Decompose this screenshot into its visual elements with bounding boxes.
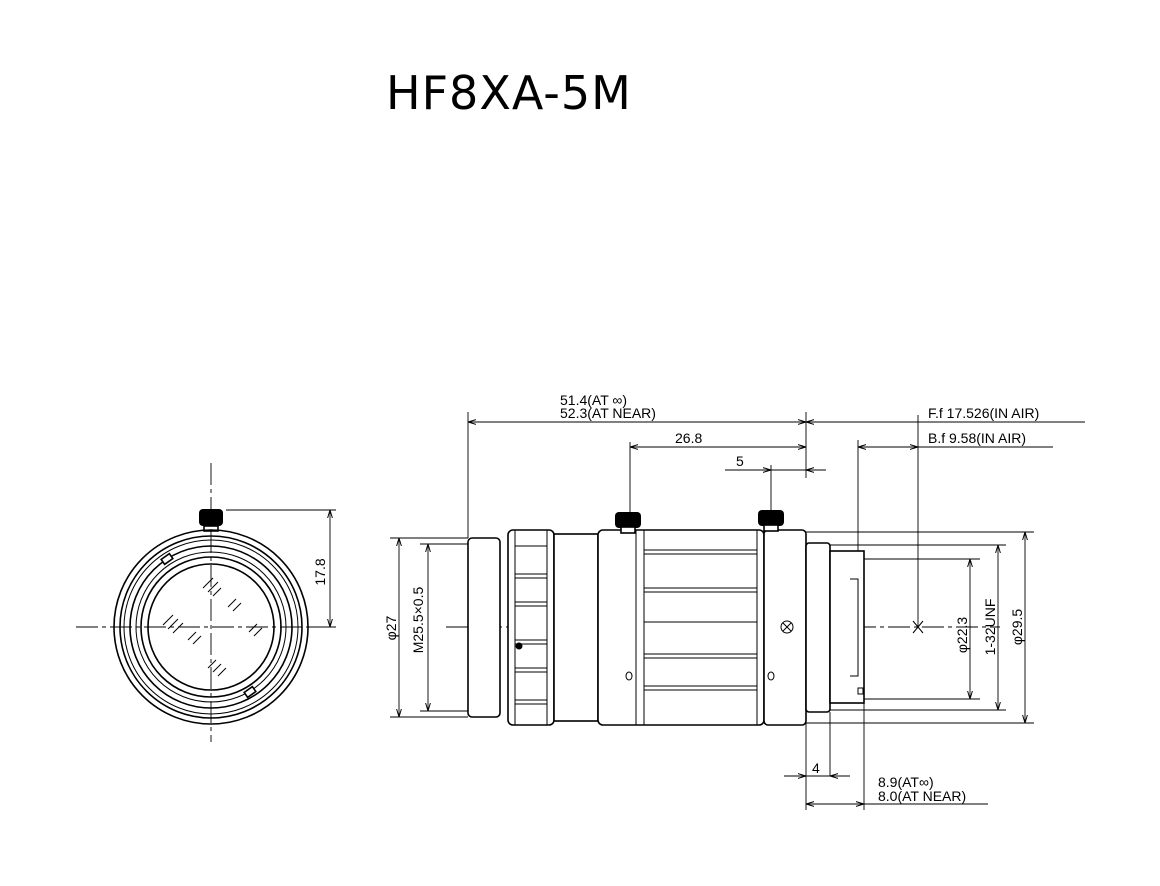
rear-lens-tube	[829, 550, 865, 704]
focus-lock-screw	[615, 512, 641, 528]
overall-length-near-label: 52.3(AT NEAR)	[560, 405, 656, 421]
iris-hole-1	[625, 671, 633, 681]
front-ring-3	[123, 539, 299, 715]
rear-protrusion-near-label: 8.0(AT NEAR)	[878, 788, 966, 804]
body-diameter-label: φ29.5	[1009, 609, 1025, 646]
rear-hole	[767, 671, 775, 681]
front-ring-2	[119, 535, 303, 719]
rear-protrusion-inf-label: 8.9(AT∞)	[878, 774, 934, 790]
side-view	[446, 510, 1000, 726]
screw-offset-label: 5	[736, 453, 744, 469]
drawing-title: HF8XA-5M	[386, 66, 632, 120]
overall-length-inf-label: 51.4(AT ∞)	[560, 392, 627, 408]
iris-lock-screw	[758, 510, 784, 526]
mount-depth-label: 4	[812, 760, 820, 776]
c-mount-flange	[805, 542, 831, 713]
rear-barrel	[763, 529, 807, 726]
back-focal-label: B.f 9.58(IN AIR)	[928, 430, 1026, 446]
front-ring-4	[129, 545, 293, 709]
dimension-lines: 51.4(AT ∞) 52.3(AT NEAR) F.f 17.526(IN A…	[383, 392, 1085, 810]
front-screw-stem	[203, 525, 219, 532]
front-notch-top	[160, 552, 174, 566]
front-glass	[147, 563, 275, 691]
front-notch-bottom	[243, 685, 257, 699]
focus-mark	[515, 642, 523, 650]
ring-to-mount-label: 26.8	[675, 430, 702, 446]
front-filter-ring	[467, 537, 501, 718]
flange-focal-label: F.f 17.526(IN AIR)	[928, 405, 1039, 421]
rear-diameter-label: φ22.3	[954, 617, 970, 654]
front-screw-knob	[199, 509, 223, 526]
glass-reflections	[162, 577, 263, 677]
rear-screw-head	[780, 620, 794, 634]
filter-thread-label: M25.5×0.5	[410, 587, 426, 654]
front-view: 17.8	[76, 463, 336, 742]
mount-thread-label: 1-32UNF	[982, 599, 998, 656]
front-ring-5	[135, 551, 287, 703]
front-diameter-label: φ27	[383, 615, 399, 640]
iris-ring	[597, 529, 765, 726]
spacer-band	[553, 533, 599, 722]
front-ring-6	[140, 556, 282, 698]
screw-height-label: 17.8	[312, 558, 328, 585]
